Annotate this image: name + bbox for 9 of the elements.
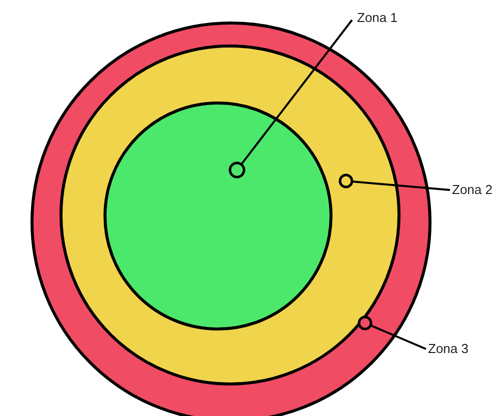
zone-label: Zona 2 <box>452 182 492 198</box>
leader-line <box>240 19 353 166</box>
leader-line <box>370 324 426 350</box>
marker-circle <box>228 162 246 178</box>
marker-circle <box>338 174 354 188</box>
marker-circle <box>358 316 372 330</box>
zone-label: Zona 3 <box>428 341 468 357</box>
leader-line <box>352 180 450 191</box>
zone-label: Zona 1 <box>357 10 398 26</box>
